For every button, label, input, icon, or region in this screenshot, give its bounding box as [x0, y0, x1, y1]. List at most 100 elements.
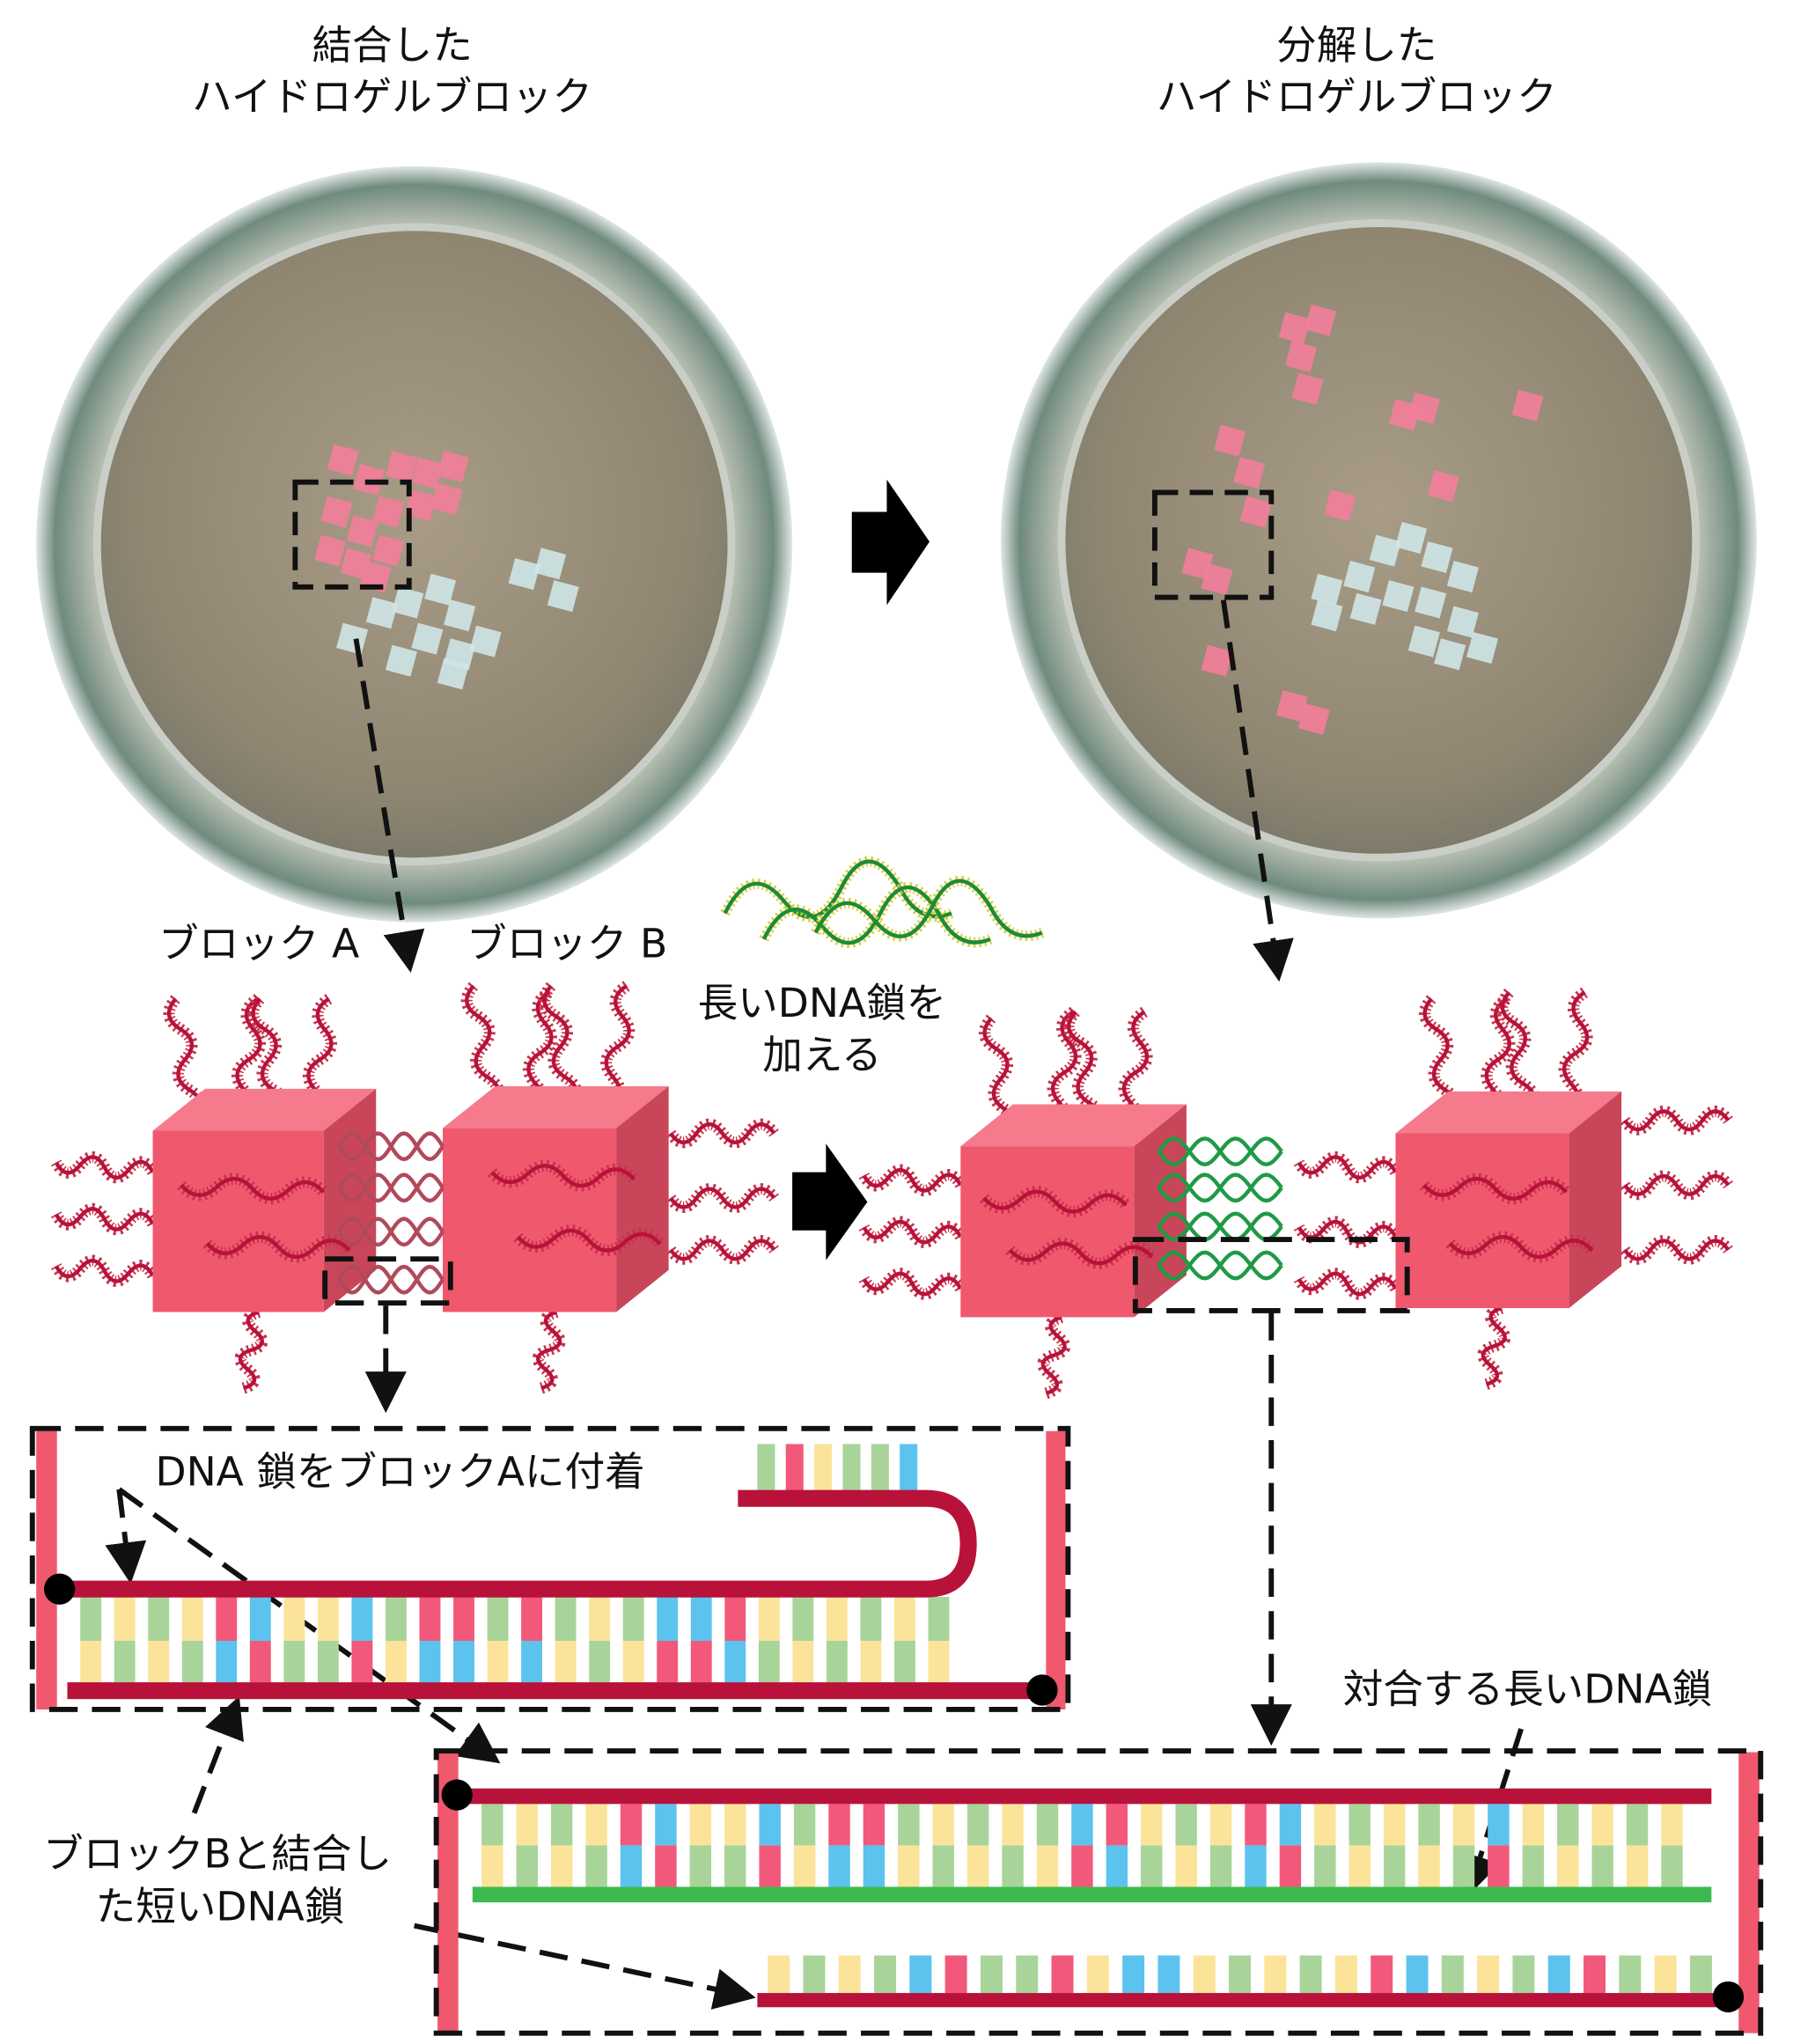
hydrogel-cube — [960, 1104, 1187, 1318]
hydrogel-piece — [336, 622, 369, 655]
nucleotide-base — [481, 1804, 503, 1846]
hydrogel-piece — [1407, 392, 1440, 424]
nucleotide-base — [909, 1955, 932, 1994]
hydrogel-piece — [547, 580, 579, 613]
nucleotide-base — [555, 1597, 577, 1642]
right-title-line2: ハイドロゲルブロック — [1157, 74, 1557, 121]
nucleotide-base — [419, 1597, 441, 1642]
nucleotide-base — [589, 1641, 611, 1683]
nucleotide-base — [283, 1641, 305, 1683]
nucleotide-base — [898, 1804, 920, 1846]
dna-strand — [1445, 1231, 1597, 1263]
nucleotide-base — [1157, 1955, 1180, 1994]
hydrogel-piece — [1382, 580, 1415, 613]
nucleotide-base — [550, 1804, 573, 1846]
nucleotide-base — [1383, 1804, 1406, 1846]
hydrogel-cubes-layer — [152, 1085, 1622, 1318]
hydrogel-piece — [444, 599, 476, 632]
hydrogel-piece — [534, 548, 567, 580]
dna-strand — [532, 1306, 566, 1394]
nucleotide-base — [842, 1444, 861, 1491]
petri-dish-dissociated — [1000, 162, 1757, 919]
nucleotide-base — [1348, 1845, 1370, 1887]
nucleotide-base — [1264, 1955, 1287, 1994]
hydrogel-piece — [1311, 573, 1343, 606]
nucleotide-base — [724, 1597, 746, 1642]
dna-double-helix — [337, 1217, 445, 1247]
nucleotide-base — [385, 1641, 407, 1683]
nucleotide-base — [828, 1804, 850, 1846]
hydrogel-piece — [314, 534, 347, 567]
nucleotide-base — [893, 1641, 915, 1683]
nucleotide-base — [1452, 1845, 1475, 1887]
nucleotide-base — [1106, 1804, 1128, 1846]
nucleotide-base — [1557, 1804, 1579, 1846]
nucleotide-base — [1002, 1804, 1024, 1846]
dna-strand — [979, 1186, 1131, 1217]
nucleotide-base — [826, 1641, 848, 1683]
nucleotide-base — [1557, 1845, 1579, 1887]
hydrogel-cube — [1395, 1091, 1622, 1309]
nucleotide-base — [724, 1804, 746, 1846]
nucleotide-base — [966, 1804, 989, 1846]
nucleotide-base — [521, 1641, 543, 1683]
dna-strand — [539, 982, 583, 1112]
nucleotide-base — [793, 1804, 816, 1846]
nucleotide-base — [1141, 1845, 1163, 1887]
hydrogel-piece — [1201, 562, 1233, 596]
hydrogel-piece — [1427, 470, 1459, 503]
dna-strand — [50, 1254, 158, 1287]
nucleotide-base — [838, 1955, 861, 1994]
nucleotide-base — [1016, 1955, 1039, 1994]
nucleotide-base — [1334, 1955, 1357, 1994]
nucleotide-base — [516, 1845, 538, 1887]
hydrogel-piece — [1201, 644, 1233, 677]
nucleotide-base — [928, 1597, 950, 1642]
arrow-right-icon — [792, 1143, 868, 1261]
nucleotide-base — [690, 1597, 712, 1642]
hydrogel-piece — [1214, 424, 1246, 457]
hydrogel-piece — [411, 457, 444, 489]
dna-double-helix — [1157, 1250, 1283, 1281]
nucleotide-base — [1619, 1955, 1642, 1994]
nucleotide-base — [657, 1641, 679, 1683]
nucleotide-base — [1036, 1804, 1059, 1846]
nucleotide-base — [863, 1804, 885, 1846]
opposing-long-dna-label: 対合する長いDNA鎖 — [1343, 1666, 1712, 1713]
nucleotide-base — [481, 1845, 503, 1887]
hydrogel-piece — [1233, 457, 1266, 489]
nucleotide-base — [181, 1597, 203, 1642]
nucleotide-base — [216, 1641, 238, 1683]
dna-strand — [1419, 1173, 1571, 1205]
hydrogel-piece — [1304, 304, 1337, 336]
nucleotide-base — [550, 1845, 573, 1887]
nucleotide-base — [1036, 1845, 1059, 1887]
hydrogel-piece — [1511, 389, 1544, 422]
nucleotide-base — [803, 1955, 826, 1994]
nucleotide-base — [1051, 1955, 1074, 1994]
nucleotide-base — [928, 1641, 950, 1683]
hydrogel-piece — [1343, 561, 1376, 593]
nucleotide-base — [516, 1804, 538, 1846]
nucleotide-base — [521, 1597, 543, 1642]
dna-strand — [858, 1216, 966, 1248]
nucleotide-base — [793, 1845, 816, 1887]
nucleotide-base — [114, 1641, 136, 1683]
hydrogel-cube — [442, 1085, 669, 1312]
hydrogel-piece — [1349, 592, 1382, 625]
hydrogel-piece — [1291, 372, 1324, 405]
hydrogel-piece — [424, 573, 457, 606]
nucleotide-base — [351, 1597, 373, 1642]
nucleotide-base — [453, 1641, 474, 1683]
dna-strand — [665, 1118, 779, 1149]
nucleotide-base — [487, 1597, 509, 1642]
nucleotide-base — [1106, 1845, 1128, 1887]
nucleotide-base — [826, 1597, 848, 1642]
nucleotide-base — [655, 1804, 677, 1846]
hydrogel-piece — [1466, 631, 1499, 664]
nucleotide-base — [863, 1845, 885, 1887]
nucleotide-base — [932, 1804, 954, 1846]
nucleotide-base — [1314, 1804, 1336, 1846]
hydrogel-piece — [437, 658, 469, 690]
nucleotide-base — [216, 1597, 238, 1642]
